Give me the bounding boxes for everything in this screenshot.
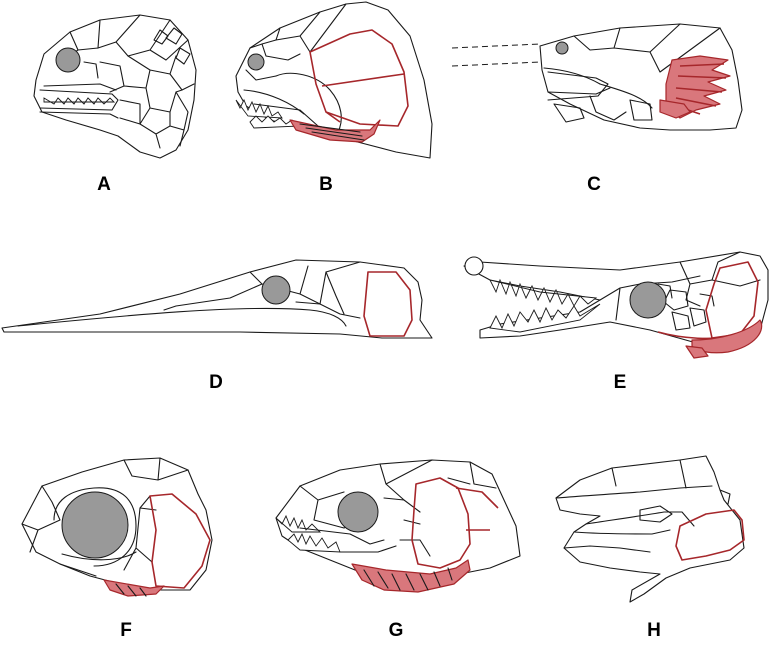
panel-label-d: D	[209, 372, 223, 393]
orbit-f	[61, 491, 129, 559]
skull-e: E	[463, 251, 769, 393]
panel-label-c: C	[587, 174, 601, 195]
skull-g: G	[275, 459, 521, 641]
orbit-g	[337, 491, 379, 533]
orbit-e	[629, 281, 667, 319]
panel-label-a: A	[97, 174, 111, 195]
panel-label-g: G	[389, 620, 404, 641]
skull-b: B	[235, 1, 433, 195]
skull-h: H	[555, 455, 745, 641]
panel-label-e: E	[614, 372, 627, 393]
orbit-c	[555, 41, 569, 55]
panel-label-h: H	[647, 620, 661, 641]
skull-a: A	[33, 14, 197, 195]
skull-c: C	[451, 23, 743, 195]
panel-label-b: B	[319, 174, 333, 195]
panel-label-f: F	[120, 620, 132, 641]
skull-d: D	[1, 259, 433, 393]
orbit-b	[247, 53, 265, 71]
skull-f: F	[21, 457, 213, 641]
orbit-a	[55, 47, 81, 73]
orbit-d	[261, 275, 291, 305]
